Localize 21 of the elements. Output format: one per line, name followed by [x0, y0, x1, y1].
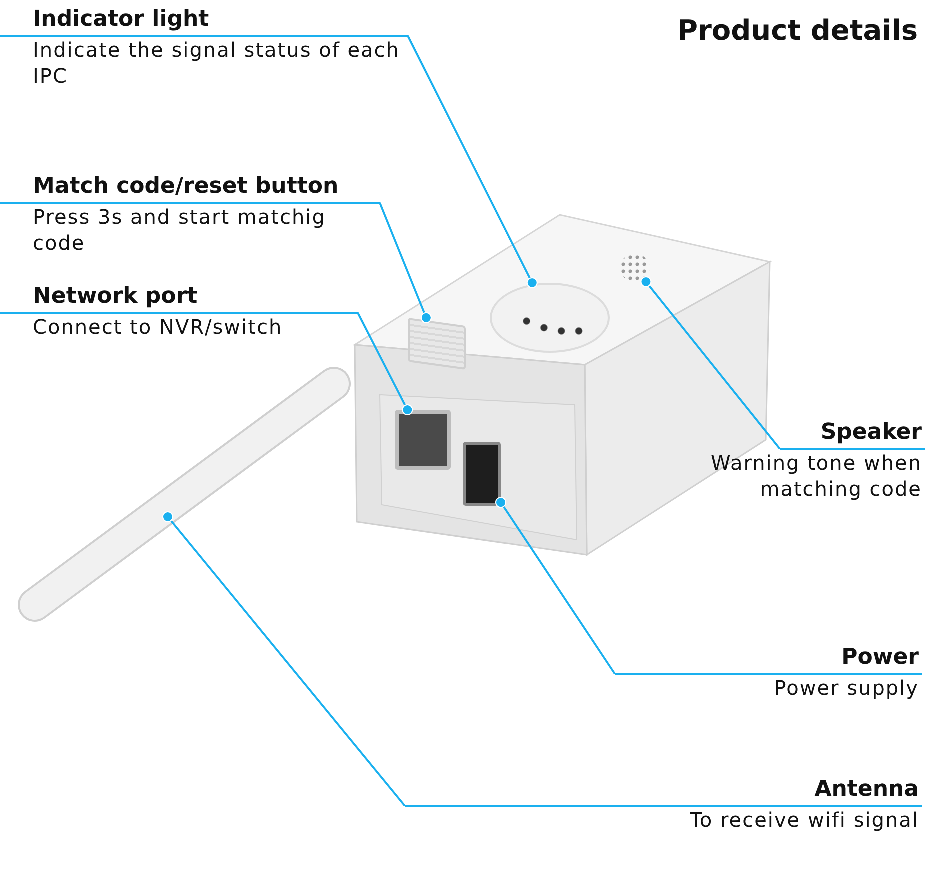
network-port — [395, 410, 451, 470]
callout-heading: Speaker — [780, 418, 925, 450]
leader-line — [162, 512, 406, 807]
leader-line — [407, 36, 538, 288]
leader-line — [357, 312, 414, 416]
page-title: Product details — [678, 14, 918, 47]
callout-text: Indicate the signal status of each IPC — [32, 37, 401, 89]
leader-line — [640, 276, 781, 450]
callout-text: Power supply — [773, 675, 920, 701]
callout-heading: Network port — [0, 282, 358, 314]
callout-heading: Match code/reset button — [0, 172, 380, 204]
callout-heading: Indicator light — [0, 5, 408, 37]
leader-line — [379, 202, 432, 324]
callout-heading: Power — [615, 643, 922, 675]
callout-text: Press 3s and start matchig code — [32, 204, 327, 256]
callout-text: Warning tone when matching code — [710, 450, 923, 502]
leader-line — [496, 497, 616, 675]
callout-text: To receive wifi signal — [689, 807, 920, 833]
callout-heading: Antenna — [405, 775, 922, 807]
callout-text: Connect to NVR/switch — [32, 314, 284, 340]
power-jack — [463, 442, 501, 506]
